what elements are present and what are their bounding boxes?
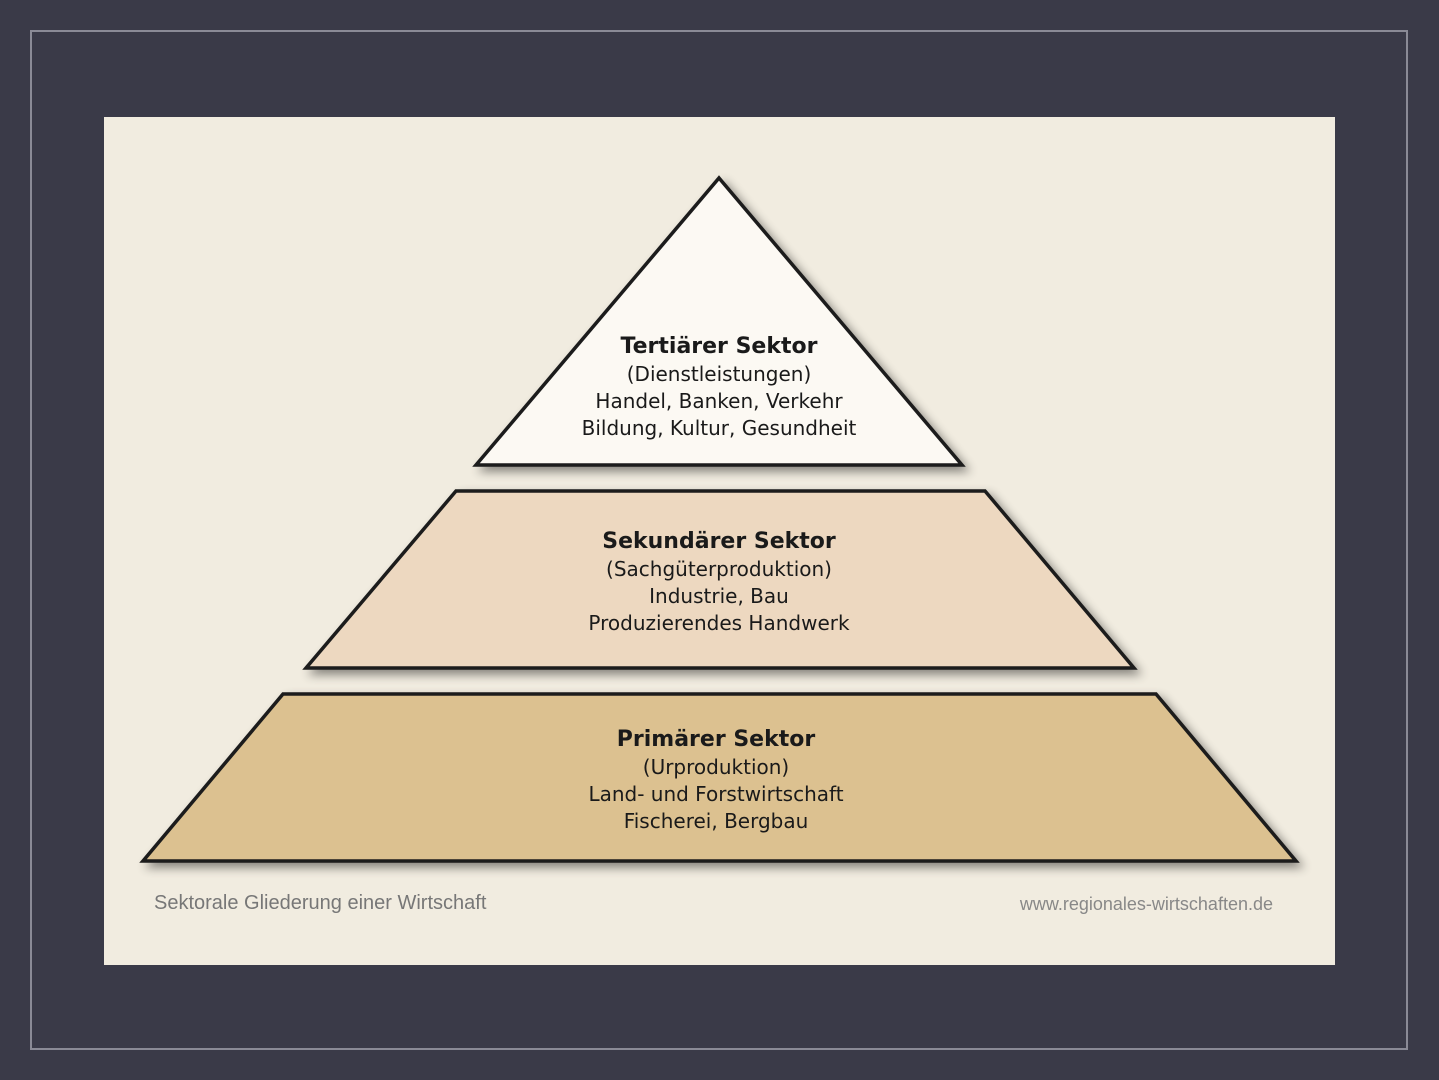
tier-title: Sekundärer Sektor xyxy=(602,529,836,554)
tier-shape-primary xyxy=(139,692,1300,863)
tier-line: Land- und Forstwirtschaft xyxy=(588,782,844,806)
source-url: www.regionales-wirtschaften.de xyxy=(1019,894,1273,914)
tier-line: (Dienstleistungen) xyxy=(626,362,812,386)
tier-line: (Sachgüterproduktion) xyxy=(606,557,832,581)
diagram-caption: Sektorale Gliederung einer Wirtschaft xyxy=(154,892,487,914)
tier-line: Bildung, Kultur, Gesundheit xyxy=(581,416,857,440)
tier-line: (Urproduktion) xyxy=(642,755,790,779)
tier-line: Produzierendes Handwerk xyxy=(588,611,850,635)
tier-label-tertiary: Tertiärer Sektor (Dienstleistungen) Hand… xyxy=(519,333,919,442)
tier-label-primary: Primärer Sektor (Urproduktion) Land- und… xyxy=(516,726,916,835)
tier-label-secondary: Sekundärer Sektor (Sachgüterproduktion) … xyxy=(519,528,919,637)
tier-line: Fischerei, Bergbau xyxy=(623,809,809,833)
tier-shape-secondary xyxy=(302,489,1138,670)
outer-frame xyxy=(30,30,1408,1050)
tier-line: Industrie, Bau xyxy=(649,584,789,608)
tier-shape-tertiary xyxy=(472,175,966,467)
tier-title: Primärer Sektor xyxy=(616,727,816,752)
tier-line: Handel, Banken, Verkehr xyxy=(595,389,843,413)
tier-title: Tertiärer Sektor xyxy=(620,334,818,359)
